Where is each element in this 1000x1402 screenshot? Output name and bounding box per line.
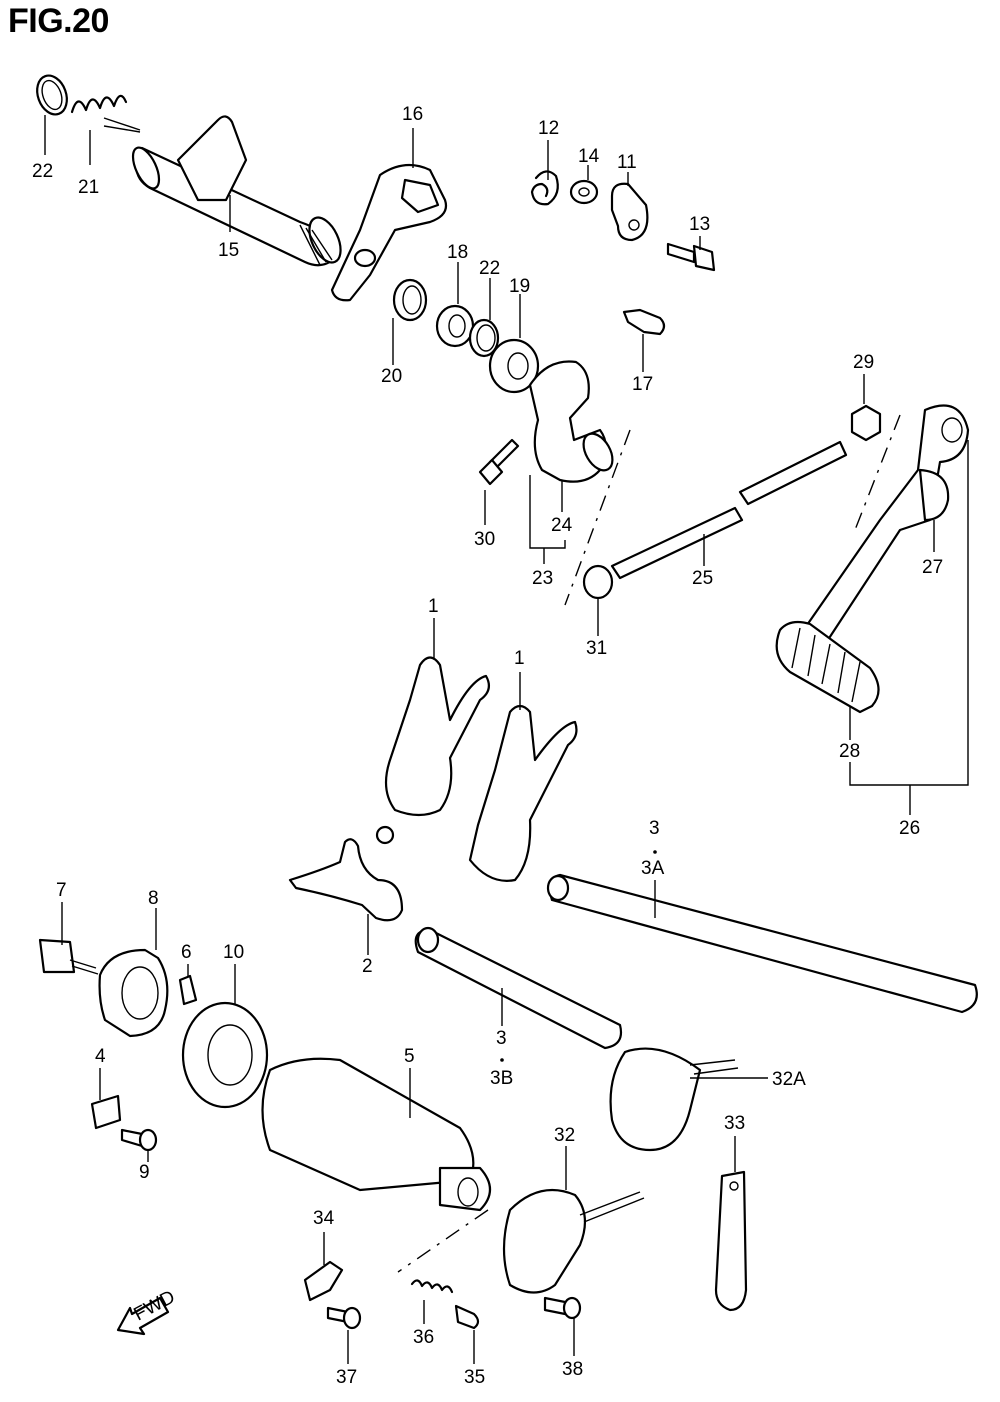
callout-19: 19 xyxy=(509,276,530,297)
part-15-gearshift-shaft[interactable] xyxy=(128,115,347,267)
callout-25: 25 xyxy=(692,568,713,589)
callout-33: 33 xyxy=(724,1113,745,1134)
callout-22: 22 xyxy=(32,161,53,182)
part-20-spring-washer[interactable] xyxy=(392,278,428,322)
part-18-washer[interactable] xyxy=(435,304,475,348)
callout-15: 15 xyxy=(218,240,239,261)
callout-31: 31 xyxy=(586,638,607,659)
part-37-screw[interactable] xyxy=(326,1306,362,1330)
callout-32A: 32A xyxy=(772,1069,806,1090)
part-5-gearshift-cam[interactable] xyxy=(261,1057,492,1212)
part-4-plate[interactable] xyxy=(90,1094,122,1130)
callout-20: 20 xyxy=(381,366,402,387)
part-24-shift-lever-joint[interactable] xyxy=(528,360,618,483)
part-3-fork-shaft[interactable] xyxy=(414,926,623,1050)
callout-28: 28 xyxy=(839,741,860,762)
callout-21: 21 xyxy=(78,177,99,198)
part-1-shift-fork-b[interactable] xyxy=(468,704,578,882)
part-29-nut[interactable] xyxy=(850,404,882,442)
callout-2: 2 xyxy=(362,956,373,977)
part-7-bolt[interactable] xyxy=(38,938,99,975)
part-9-screw[interactable] xyxy=(120,1128,158,1152)
callout-5: 5 xyxy=(404,1046,415,1067)
part-25-shift-rod[interactable] xyxy=(610,440,848,580)
callout-11: 11 xyxy=(617,152,637,173)
part-21-spring[interactable] xyxy=(70,94,141,133)
callout-9: 9 xyxy=(139,1162,150,1183)
callout-12: 12 xyxy=(538,118,559,139)
part-22-circlip[interactable] xyxy=(32,71,72,118)
part-13-bolt[interactable] xyxy=(666,242,716,272)
fwd-arrow-icon: FWD xyxy=(116,1287,179,1336)
part-30-bolt[interactable] xyxy=(478,438,520,486)
part-22-circlip-2[interactable] xyxy=(468,318,500,358)
callout-22-second: 22 xyxy=(479,258,500,279)
part-32-gear-position-switch[interactable] xyxy=(502,1188,645,1294)
part-2-shift-fork[interactable] xyxy=(288,838,404,922)
callout-30: 30 xyxy=(474,529,495,550)
part-31-nut[interactable] xyxy=(582,564,614,600)
callout-6: 6 xyxy=(181,942,192,963)
callout-4: 4 xyxy=(95,1046,106,1067)
part-34-plate[interactable] xyxy=(303,1260,344,1302)
figure-title: FIG.20 xyxy=(8,2,109,40)
part-3A-fork-shaft[interactable] xyxy=(546,873,978,1014)
part-36-spring[interactable] xyxy=(410,1279,454,1294)
callout-1-b: 1 xyxy=(514,648,525,669)
part-10-bearing[interactable] xyxy=(181,1001,269,1109)
callout-14: 14 xyxy=(578,146,600,167)
callout-18: 18 xyxy=(447,242,468,263)
part-38-screw[interactable] xyxy=(543,1296,582,1320)
callout-24: 24 xyxy=(551,515,573,536)
callout-23: 23 xyxy=(532,568,553,589)
part-19-bushing[interactable] xyxy=(488,338,540,394)
part-16-shift-arm[interactable] xyxy=(330,163,448,302)
callout-16: 16 xyxy=(402,104,423,125)
callout-32: 32 xyxy=(554,1125,575,1146)
part-11-stopper[interactable] xyxy=(610,182,649,242)
callout-7: 7 xyxy=(56,880,67,901)
callout-38: 38 xyxy=(562,1359,583,1380)
callout-dots xyxy=(500,850,657,1062)
part-1-shift-fork-a[interactable] xyxy=(375,656,491,845)
callout-34: 34 xyxy=(313,1208,335,1229)
callout-3B: 3B xyxy=(490,1068,513,1089)
part-26-gearshift-lever[interactable] xyxy=(796,404,970,654)
callout-26: 26 xyxy=(899,818,920,839)
callout-17: 17 xyxy=(632,374,653,395)
part-32A-gear-position-switch[interactable] xyxy=(609,1047,739,1152)
part-6-pin[interactable] xyxy=(178,974,198,1006)
part-8-cam-stopper-plate[interactable] xyxy=(98,948,169,1038)
callout-8: 8 xyxy=(148,888,159,909)
alignment-lines xyxy=(397,414,901,1273)
callout-3-bottom: 3 xyxy=(496,1028,507,1049)
part-12-clip[interactable] xyxy=(530,170,559,206)
part-35-pin[interactable] xyxy=(454,1304,480,1330)
callout-37: 37 xyxy=(336,1367,357,1388)
part-28-rubber-pad[interactable] xyxy=(775,620,880,714)
part-14-washer[interactable] xyxy=(569,179,599,205)
part-17-pin[interactable] xyxy=(622,308,666,336)
callout-36: 36 xyxy=(413,1327,434,1348)
callout-13: 13 xyxy=(689,214,710,235)
callout-3A: 3A xyxy=(641,858,665,879)
callout-10: 10 xyxy=(223,942,244,963)
callout-labels: 22 21 16 15 12 14 11 13 18 22 19 20 17 2… xyxy=(32,104,943,1388)
part-33-clamp[interactable] xyxy=(714,1170,748,1312)
callout-1-a: 1 xyxy=(428,596,439,617)
callout-27: 27 xyxy=(922,557,943,578)
callout-3-top: 3 xyxy=(649,818,660,839)
callout-35: 35 xyxy=(464,1367,485,1388)
leader-lines xyxy=(44,115,969,1364)
callout-29: 29 xyxy=(853,352,874,373)
